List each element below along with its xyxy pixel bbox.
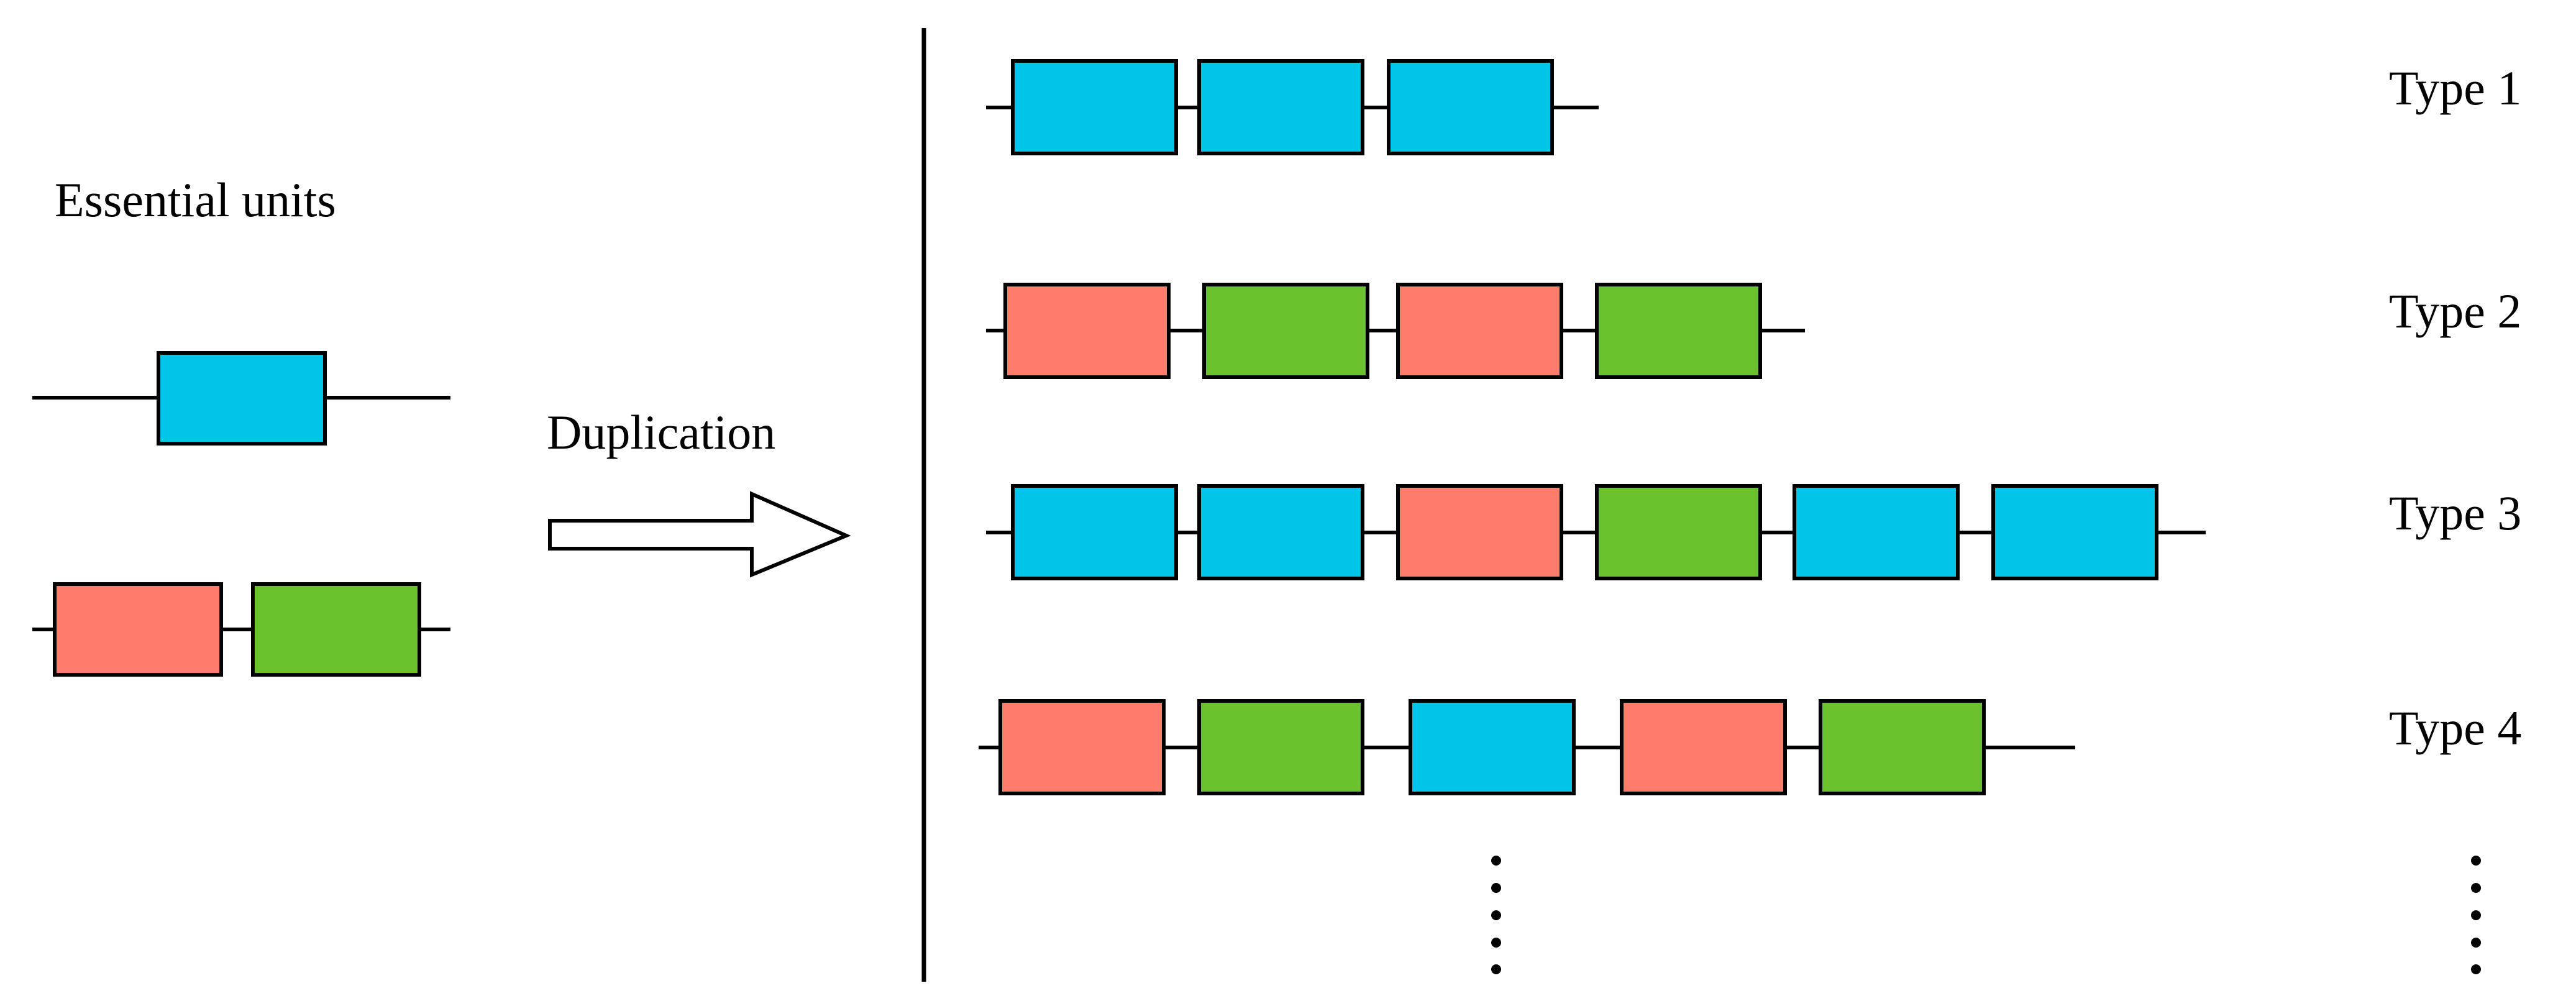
type-2-label: Type 2 xyxy=(2389,284,2521,338)
right-arrow-icon xyxy=(548,491,851,578)
blue-block xyxy=(157,351,327,446)
red-block xyxy=(1620,699,1787,795)
vertical-ellipsis-icon xyxy=(2471,856,2481,974)
type-4-label: Type 4 xyxy=(2389,701,2521,755)
green-block xyxy=(1197,699,1364,795)
green-block xyxy=(1595,484,1762,580)
vertical-ellipsis-icon xyxy=(1491,856,1501,974)
blue-block xyxy=(1197,484,1364,580)
type-1-row: Type 1 xyxy=(986,59,2521,155)
blue-block xyxy=(1793,484,1960,580)
green-block xyxy=(251,582,421,677)
essential-unit-pair xyxy=(32,582,450,677)
red-block xyxy=(53,582,223,677)
red-block xyxy=(1003,283,1171,379)
blue-block xyxy=(1387,59,1554,155)
type-2-row: Type 2 xyxy=(986,283,2521,379)
green-block xyxy=(1595,283,1762,379)
red-block xyxy=(998,699,1166,795)
red-block xyxy=(1396,484,1563,580)
blue-block xyxy=(1197,59,1364,155)
essential-units-panel: Essential units xyxy=(32,173,450,677)
green-block xyxy=(1202,283,1369,379)
duplication-arrow-group: Duplication xyxy=(547,405,851,578)
blue-block xyxy=(1409,699,1576,795)
type-3-label: Type 3 xyxy=(2389,486,2521,540)
essential-units-title: Essential units xyxy=(55,173,336,227)
red-block xyxy=(1396,283,1563,379)
green-block xyxy=(1819,699,1986,795)
type-1-label: Type 1 xyxy=(2389,61,2521,115)
essential-unit-single xyxy=(32,351,450,446)
duplication-label: Duplication xyxy=(547,405,775,459)
type-4-row: Type 4 xyxy=(979,699,2521,795)
blue-block xyxy=(1991,484,2158,580)
blue-block xyxy=(1011,484,1178,580)
type-3-row: Type 3 xyxy=(986,484,2521,580)
blue-block xyxy=(1011,59,1178,155)
